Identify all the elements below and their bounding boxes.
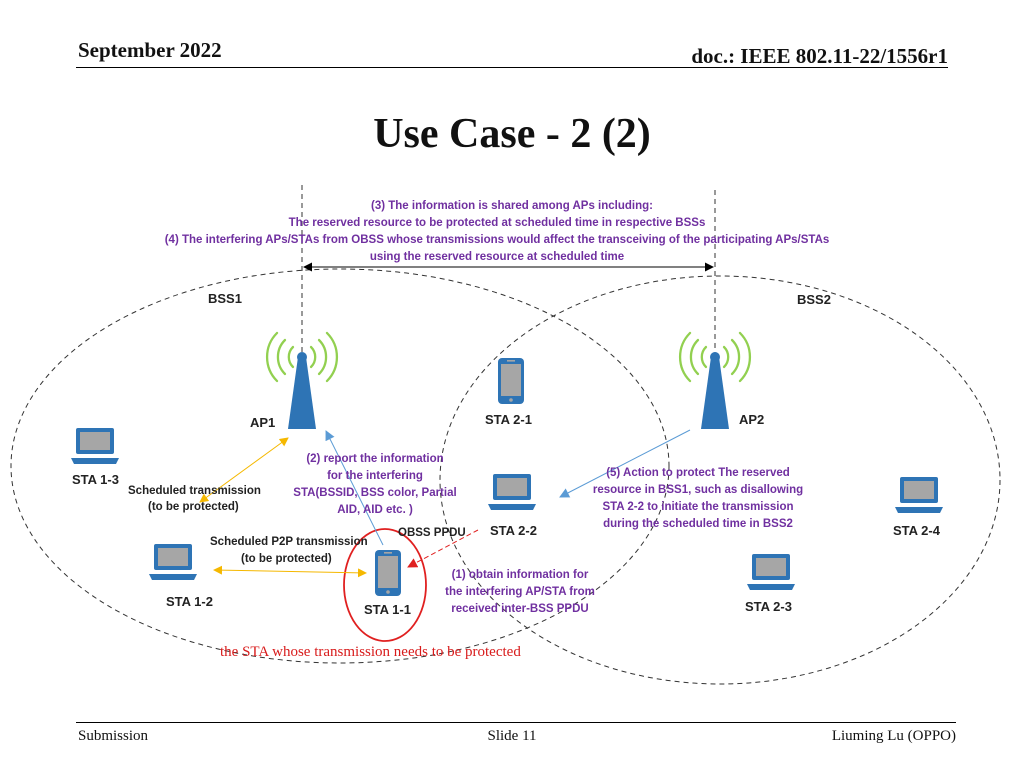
- sta-1-3-laptop-icon: [71, 428, 119, 464]
- obtain-note-line-3: received inter-BSS PPDU: [451, 603, 588, 615]
- top-note-line-4: using the reserved resource at scheduled…: [370, 251, 624, 263]
- scheduled-p2p-line-1: Scheduled P2P transmission: [210, 536, 368, 548]
- ap1-label: AP1: [250, 415, 275, 430]
- sta-1-1-label: STA 1-1: [364, 602, 411, 617]
- sta-1-3-label: STA 1-3: [72, 472, 119, 487]
- obtain-note-line-1: (1) obtain information for: [452, 569, 589, 581]
- report-note-line-3: STA(BSSID, BSS color, Partial: [293, 487, 456, 499]
- sta-2-2-laptop-icon: [488, 474, 536, 510]
- action-note-line-2: resource in BSS1, such as disallowing: [593, 484, 803, 496]
- ap2-label: AP2: [739, 412, 764, 427]
- scheduled-tx-line-2: (to be protected): [148, 501, 239, 513]
- sta-1-2-laptop-icon: [149, 544, 197, 580]
- action-note-line-4: during the scheduled time in BSS2: [603, 518, 793, 530]
- report-arrow: [325, 430, 384, 546]
- action-note-line-3: STA 2-2 to initiate the transmission: [602, 501, 793, 513]
- footer-submission: Submission: [78, 728, 149, 744]
- top-note-line-3: (4) The interfering APs/STAs from OBSS w…: [165, 234, 830, 246]
- header-date: September 2022: [78, 38, 222, 62]
- sta-2-3-laptop-icon: [747, 554, 795, 590]
- report-note-line-4: AID, AID etc. ): [337, 504, 413, 516]
- sta-2-1-phone-icon: [498, 358, 524, 404]
- sta-2-1-label: STA 2-1: [485, 412, 532, 427]
- obss-ppdu-label: OBSS PPDU: [398, 527, 466, 539]
- sta-1-1-phone-icon: [375, 550, 401, 596]
- scheduled-transmission-arrow: [199, 437, 289, 503]
- bss1-label: BSS1: [208, 291, 242, 306]
- report-note-line-2: for the interfering: [327, 470, 423, 482]
- protected-sta-highlight: [343, 528, 427, 642]
- sta-2-4-label: STA 2-4: [893, 523, 941, 538]
- bss2-boundary: [439, 275, 1001, 685]
- header-doc-id: doc.: IEEE 802.11-22/1556r1: [691, 44, 948, 68]
- sta-2-4-laptop-icon: [895, 477, 943, 513]
- protected-sta-note: the STA whose transmission needs to be p…: [220, 644, 521, 660]
- sta-1-2-label: STA 1-2: [166, 594, 213, 609]
- report-note-line-1: (2) report the information: [306, 453, 443, 465]
- footer-author: Liuming Lu (OPPO): [831, 728, 956, 744]
- obtain-note-line-2: the interfering AP/STA from: [445, 586, 595, 598]
- bss2-label: BSS2: [797, 292, 831, 307]
- action-arrow: [559, 429, 691, 498]
- bss1-boundary: [10, 268, 670, 664]
- slide-title: Use Case - 2 (2): [373, 111, 651, 157]
- sta-2-3-label: STA 2-3: [745, 599, 792, 614]
- top-note-line-1: (3) The information is shared among APs …: [371, 200, 653, 212]
- obss-ppdu-arrow: [407, 529, 479, 568]
- scheduled-p2p-line-2: (to be protected): [241, 553, 332, 565]
- footer-slide-number: Slide 11: [487, 728, 537, 744]
- footer-rule: [76, 722, 956, 723]
- sta-2-2-label: STA 2-2: [490, 523, 537, 538]
- top-note-line-2: The reserved resource to be protected at…: [289, 217, 706, 229]
- scheduled-tx-line-1: Scheduled transmission: [128, 485, 261, 497]
- action-note-line-1: (5) Action to protect The reserved: [606, 467, 790, 479]
- scheduled-p2p-arrow: [213, 565, 367, 578]
- header-rule: [76, 67, 948, 68]
